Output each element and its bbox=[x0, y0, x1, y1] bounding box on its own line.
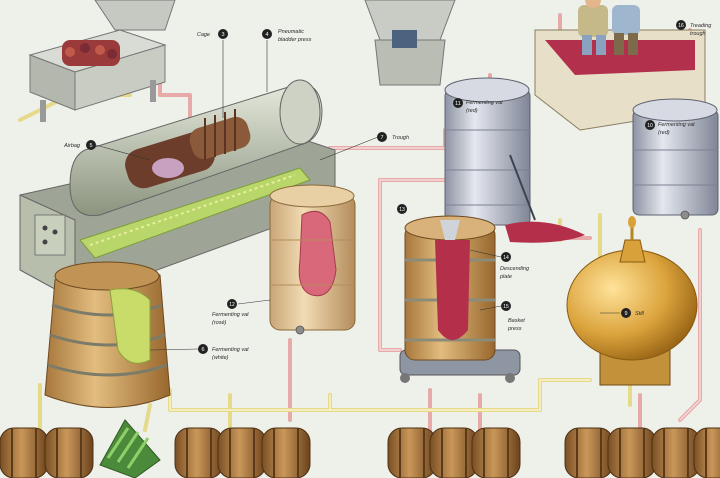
callout-label: plate bbox=[499, 274, 512, 280]
callout-label: Treading bbox=[690, 23, 712, 29]
callout-label: Descending bbox=[500, 266, 530, 272]
pneumatic-bladder-press bbox=[19, 79, 336, 301]
callout-fermenting-vat-white: 6 Fermenting vat (white) bbox=[198, 344, 249, 361]
callout-pneumatic-press: 4 Pneumatic bladder press bbox=[262, 29, 312, 43]
marker-badge bbox=[218, 29, 228, 39]
callout-label: trough bbox=[690, 31, 706, 37]
callout-label: (red) bbox=[658, 130, 670, 136]
crusher-destemmer bbox=[28, 0, 176, 122]
marker-badge bbox=[645, 120, 655, 130]
callout-label: Basket bbox=[508, 318, 525, 324]
callout-label: Trough bbox=[392, 135, 409, 141]
barrel bbox=[651, 427, 701, 478]
callout-cage: 3 Cage bbox=[197, 29, 228, 39]
marker-badge bbox=[501, 252, 511, 262]
marker-number: 16 bbox=[678, 23, 684, 29]
marker-badge bbox=[198, 344, 208, 354]
marker-badge bbox=[501, 301, 511, 311]
barrel bbox=[0, 427, 49, 478]
callout-airbag: 5 Airbag bbox=[63, 140, 96, 150]
marker-badge bbox=[86, 140, 96, 150]
callout-descending-plate: 14 Descending plate bbox=[499, 252, 530, 280]
marker-badge bbox=[377, 132, 387, 142]
barrels bbox=[0, 419, 720, 478]
barrel bbox=[217, 427, 267, 478]
callout-label: Airbag bbox=[63, 143, 81, 149]
leader-lines bbox=[95, 40, 620, 351]
callout-basket-press: 15 Basket press bbox=[501, 301, 525, 332]
callout-label: (red) bbox=[466, 108, 478, 114]
marker-number: 5 bbox=[89, 143, 92, 149]
barrel bbox=[607, 427, 657, 478]
callout-pipe-marker: 13 bbox=[397, 204, 407, 214]
callout-treading-trough: 16 Treading trough bbox=[676, 20, 712, 37]
callout-label: Pneumatic bbox=[278, 29, 304, 35]
callout-fermenting-vat-right: 10 Fermenting vat (red) bbox=[645, 120, 695, 136]
marker-badge bbox=[621, 308, 631, 318]
basket-press bbox=[399, 215, 521, 383]
marker-badge bbox=[676, 20, 686, 30]
open-wooden-vat-white bbox=[44, 261, 171, 408]
barrel bbox=[564, 427, 614, 478]
marker-number: 9 bbox=[624, 311, 627, 317]
grape-receiving-hopper bbox=[364, 0, 456, 86]
callout-label: Fermenting vat bbox=[212, 347, 249, 353]
marker-badge bbox=[262, 29, 272, 39]
marker-badge bbox=[453, 98, 463, 108]
callout-label: Cage bbox=[197, 32, 210, 38]
fermenting-vat-rose bbox=[269, 184, 356, 335]
marker-number: 13 bbox=[399, 207, 405, 213]
callout-trough: 7 Trough bbox=[377, 132, 409, 142]
marker-number: 4 bbox=[265, 32, 268, 38]
barrel bbox=[387, 427, 437, 478]
callout-label: Still bbox=[635, 311, 645, 317]
callout-label: bladder press bbox=[278, 37, 312, 43]
callout-label: Fermenting vat bbox=[466, 100, 503, 106]
marker-number: 11 bbox=[455, 101, 461, 107]
barrel bbox=[693, 427, 720, 478]
callout-fermenting-vat-top: 11 Fermenting vat (red) bbox=[453, 98, 503, 114]
marker-number: 14 bbox=[503, 255, 509, 261]
barrel bbox=[261, 427, 311, 478]
steel-fermenting-vat-red-right bbox=[632, 98, 719, 220]
callout-label: Fermenting vat bbox=[212, 312, 249, 318]
callout-still: 9 Still bbox=[621, 308, 645, 318]
marker-number: 3 bbox=[221, 32, 224, 38]
callout-fermenting-vat-rose: 12 Fermenting vat (rosé) bbox=[212, 299, 249, 326]
callout-label: press bbox=[507, 326, 522, 332]
marker-number: 7 bbox=[380, 135, 383, 141]
barrel bbox=[471, 427, 521, 478]
callout-label: (white) bbox=[212, 355, 229, 361]
marker-number: 12 bbox=[229, 302, 235, 308]
callout-label: (rosé) bbox=[212, 320, 227, 326]
steel-fermenting-vat-red-top bbox=[444, 77, 585, 243]
callout-label: Fermenting vat bbox=[658, 122, 695, 128]
barrel bbox=[174, 427, 224, 478]
marker-number: 10 bbox=[647, 123, 653, 129]
marker-badge bbox=[397, 204, 407, 214]
barrel bbox=[429, 427, 479, 478]
copper-still bbox=[566, 216, 698, 386]
bottle-rack bbox=[99, 419, 161, 478]
marker-badge bbox=[227, 299, 237, 309]
barrel bbox=[44, 427, 94, 478]
marker-number: 15 bbox=[503, 304, 509, 310]
marker-number: 6 bbox=[201, 347, 204, 353]
